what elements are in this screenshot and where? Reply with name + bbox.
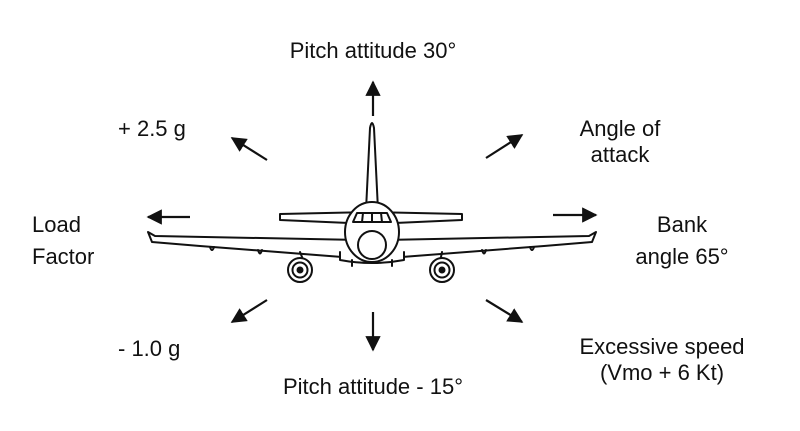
label-bank-angle: Bank angle 65° (612, 212, 752, 270)
left-wing (147, 231, 361, 259)
label-angle-of-attack: Angle of attack (550, 116, 690, 168)
right-wing (383, 231, 597, 259)
arrow-positive-g (230, 137, 268, 161)
label-excessive-speed: Excessive speed (Vmo + 6 Kt) (552, 334, 772, 386)
aoa-line-2: attack (590, 142, 650, 167)
arrow-excessive-speed (485, 299, 524, 323)
label-load-factor: Load Factor (32, 212, 94, 270)
speed-line-2: (Vmo + 6 Kt) (599, 360, 725, 385)
label-negative-g: - 1.0 g (118, 336, 181, 361)
aoa-line-1: Angle of (579, 116, 661, 141)
arrow-negative-g (230, 299, 268, 323)
tail-fin (365, 122, 379, 211)
load-factor-line-1: Load (32, 212, 81, 237)
label-positive-g: + 2.5 g (118, 116, 186, 141)
bank-line-2: angle 65° (635, 244, 729, 269)
load-factor-line-2: Factor (32, 244, 95, 269)
bank-line-1: Bank (656, 212, 708, 237)
nose-radome (357, 230, 387, 260)
right-engine (429, 251, 455, 283)
arrow-angle-of-attack (485, 134, 524, 159)
speed-line-1: Excessive speed (579, 334, 745, 359)
label-pitch-down: Pitch attitude - 15° (282, 374, 463, 399)
left-engine (287, 251, 313, 283)
label-pitch-up: Pitch attitude 30° (289, 38, 457, 63)
